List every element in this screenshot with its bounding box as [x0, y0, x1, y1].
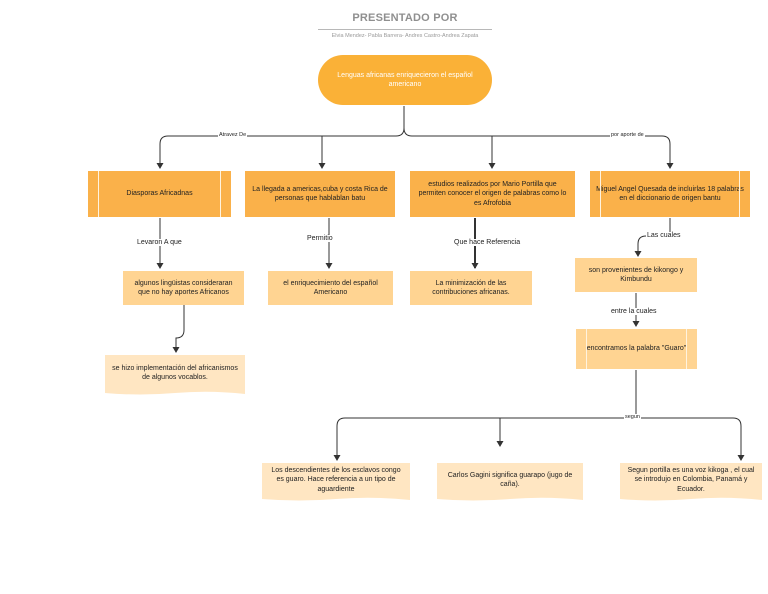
- label-entre-las-cuales: entre la cuales: [610, 308, 658, 315]
- node-gagini-text: Carlos Gagini significa guarapo (jugo de…: [447, 471, 573, 488]
- node-enriquecimiento[interactable]: el enriquecimiento del español Americano: [268, 271, 393, 305]
- node-guaro[interactable]: encontramos la palabra "Guaro": [576, 329, 697, 369]
- node-llegada-text: La llegada a americas,cuba y costa Rica …: [252, 185, 388, 202]
- node-portilla[interactable]: Segun portilla es una voz kikoga , el cu…: [620, 463, 762, 501]
- label-segun: segun: [624, 414, 641, 420]
- node-linguistas-text: algunos lingüistas consideraran que no h…: [134, 279, 233, 296]
- node-kikongo[interactable]: son provenientes de kikongo y Kimbundu: [575, 258, 697, 292]
- node-estudios[interactable]: estudios realizados por Mario Portilla q…: [410, 171, 575, 217]
- node-estudios-text: estudios realizados por Mario Portilla q…: [418, 181, 567, 207]
- label-atraves-de: Atravez De: [218, 132, 248, 138]
- node-diasporas-text: Diasporas Africadnas: [126, 190, 193, 198]
- node-descendientes-text: Los descendientes de los esclavos congo …: [271, 467, 401, 493]
- node-implementacion[interactable]: se hizo implementación del africanismos …: [105, 355, 245, 395]
- node-gagini[interactable]: Carlos Gagini significa guarapo (jugo de…: [437, 463, 583, 501]
- root-text: Lenguas africanas enriquecieron el españ…: [337, 71, 473, 88]
- root-node[interactable]: Lenguas africanas enriquecieron el españ…: [318, 55, 492, 105]
- node-guaro-text: encontramos la palabra "Guaro": [586, 345, 687, 353]
- node-llegada[interactable]: La llegada a americas,cuba y costa Rica …: [245, 171, 395, 217]
- node-enriquecimiento-text: el enriquecimiento del español Americano: [283, 279, 378, 296]
- node-minimizacion-text: La minimización de las contribuciones af…: [432, 279, 510, 296]
- node-implementacion-text: se hizo implementación del africanismos …: [112, 364, 238, 381]
- authors-subtitle: Elvia Mendez- Pabla Barrera- Andres Cast…: [331, 33, 479, 39]
- label-las-cuales: Las cuales: [646, 232, 682, 239]
- node-diasporas[interactable]: Diasporas Africadnas: [88, 171, 231, 217]
- node-minimizacion[interactable]: La minimización de las contribuciones af…: [410, 271, 532, 305]
- title-underline: [318, 29, 492, 30]
- node-quesada-text: Miguel Angel Quesada de incluirlas 18 pa…: [596, 185, 744, 202]
- node-descendientes[interactable]: Los descendientes de los esclavos congo …: [262, 463, 410, 501]
- node-linguistas[interactable]: algunos lingüistas consideraran que no h…: [123, 271, 244, 305]
- label-por-aporte-de: por aporte de: [610, 132, 645, 138]
- node-quesada[interactable]: Miguel Angel Quesada de incluirlas 18 pa…: [590, 171, 750, 217]
- label-permitio: Permitio: [306, 235, 334, 242]
- node-portilla-text: Segun portilla es una voz kikoga , el cu…: [627, 467, 755, 493]
- label-que-hace-referencia: Que hace Referencia: [453, 239, 522, 246]
- diagram-title: PRESENTADO POR: [352, 12, 458, 24]
- node-kikongo-text: son provenientes de kikongo y Kimbundu: [588, 266, 684, 283]
- label-levaron-a-que: Levaron A que: [136, 239, 183, 246]
